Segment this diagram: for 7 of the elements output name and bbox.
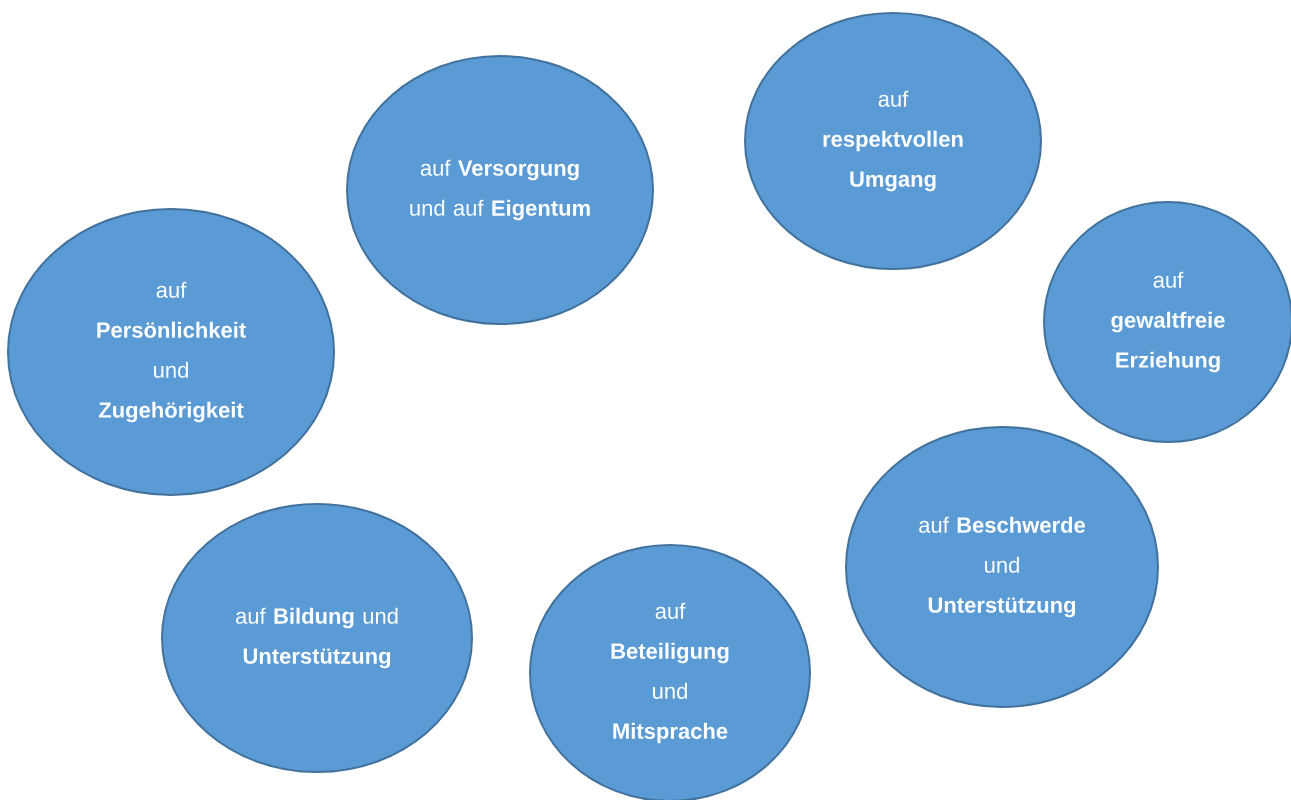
ellipse-bubble: auf Beteiligung und Mitsprache	[529, 544, 811, 800]
ellipse-bubble: auf Beschwerde und Unterstützung	[845, 426, 1159, 708]
ellipse-bubble: auf gewaltfreie Erziehung	[1043, 201, 1291, 443]
ellipse-bubble: auf Persönlichkeit und Zugehörigkeit	[7, 208, 335, 496]
ellipse-bubble: auf respektvollen Umgang	[744, 12, 1042, 270]
ellipse-bubble: auf Bildung und Unterstützung	[161, 503, 473, 773]
ellipse-bubble: auf Versorgung und auf Eigentum	[346, 55, 654, 325]
